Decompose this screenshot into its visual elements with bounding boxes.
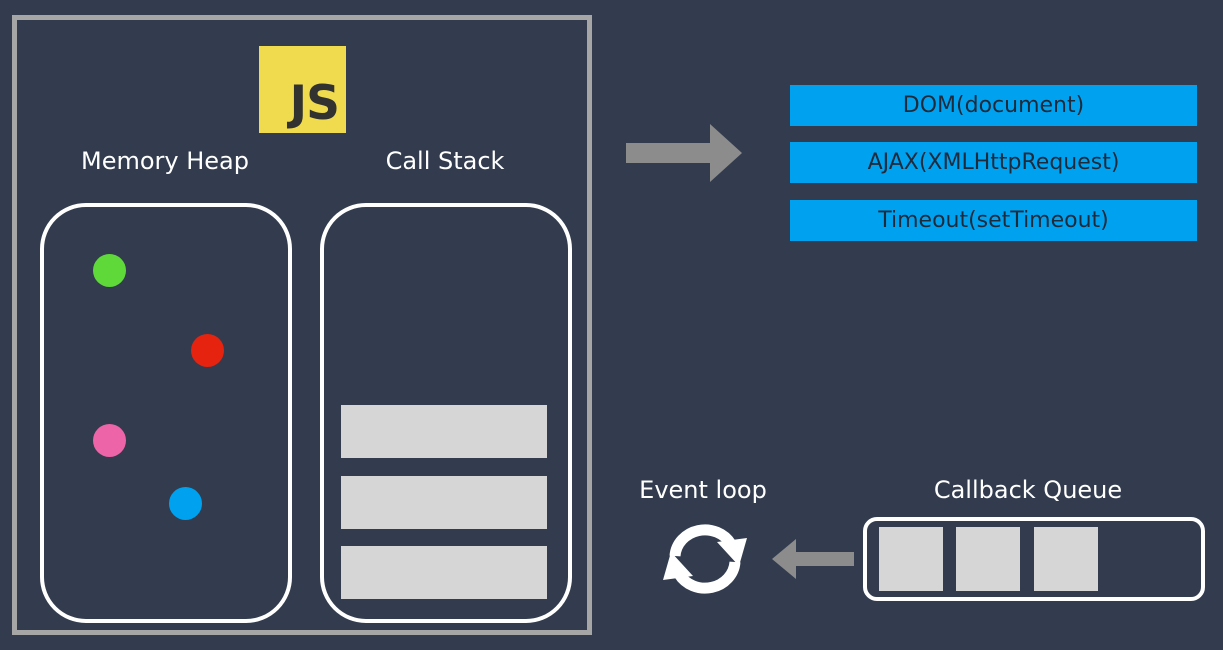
left-arrow-icon <box>772 539 854 579</box>
call-stack-box <box>320 203 572 623</box>
right-arrow-icon <box>626 124 742 182</box>
call-stack-frame <box>341 476 547 529</box>
web-api-ajax: AJAX(XMLHttpRequest) <box>790 142 1197 183</box>
callback-queue-label: Callback Queue <box>933 476 1123 504</box>
heap-object-green <box>93 254 126 287</box>
memory-heap-box <box>40 203 292 623</box>
refresh-icon <box>663 524 747 594</box>
callback-queue-item <box>1034 527 1098 591</box>
web-api-timeout: Timeout(setTimeout) <box>790 200 1197 241</box>
web-api-ajax-label: AJAX(XMLHttpRequest) <box>867 150 1120 175</box>
js-logo-text: JS <box>289 76 340 131</box>
call-stack-label: Call Stack <box>385 147 505 175</box>
memory-heap-label: Memory Heap <box>81 147 249 175</box>
call-stack-frame <box>341 405 547 458</box>
event-loop-label: Event loop <box>639 476 767 504</box>
web-api-timeout-label: Timeout(setTimeout) <box>878 208 1109 233</box>
web-api-dom: DOM(document) <box>790 85 1197 126</box>
callback-queue-item <box>879 527 943 591</box>
callback-queue-item <box>956 527 1020 591</box>
call-stack-frame <box>341 546 547 599</box>
callback-queue-box <box>863 517 1205 601</box>
heap-object-pink <box>93 424 126 457</box>
js-logo: JS <box>259 46 346 133</box>
heap-object-blue <box>169 487 202 520</box>
web-api-dom-label: DOM(document) <box>902 93 1085 118</box>
heap-object-red <box>191 334 224 367</box>
js-engine-frame <box>12 15 592 635</box>
